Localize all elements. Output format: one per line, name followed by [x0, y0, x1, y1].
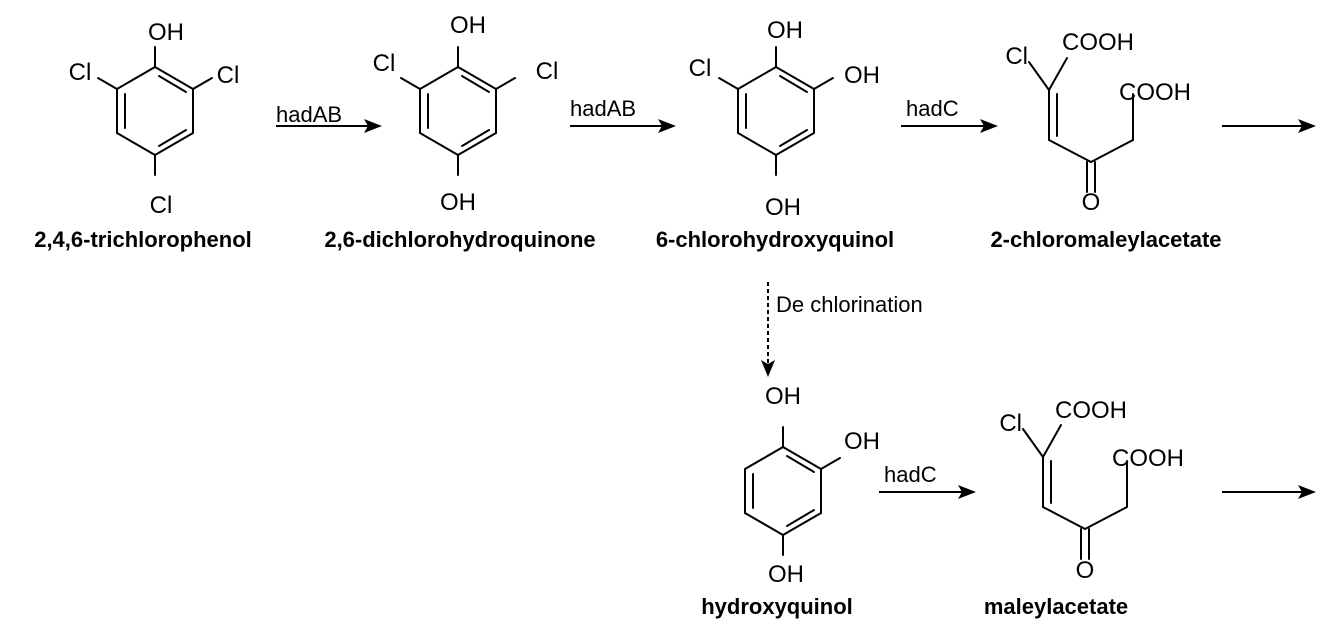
ketone-oxygen-label: O: [1076, 557, 1095, 584]
compound-chlorohydroxyquinol: OH Cl OH OH 6-chlorohydroxyquinol: [656, 17, 894, 252]
compound-trichlorophenol: OH Cl Cl Cl 2,4,6-trichlorophenol: [34, 19, 252, 252]
compound-dichlorohydroquinone: OH Cl Cl OH 2,6-dichlorohydroquinone: [324, 12, 595, 252]
reaction-arrow-next-2: [1222, 485, 1316, 499]
reaction-arrow-2: hadAB: [570, 96, 676, 133]
hydroxyl-label: OH: [765, 383, 801, 410]
compound-maleylacetate: Cl COOH COOH O maleylacetate: [984, 397, 1184, 619]
hydroxyl-label: OH: [440, 189, 476, 216]
enzyme-label: hadAB: [570, 96, 636, 121]
reaction-arrow-1: hadAB: [276, 102, 382, 133]
hydroxyl-label: OH: [148, 19, 184, 46]
chlorine-label: Cl: [373, 50, 396, 77]
reaction-arrow-5: hadC: [879, 462, 976, 499]
dechlorination-arrow: De chlorination: [761, 282, 923, 377]
chlorine-label: Cl: [217, 62, 240, 89]
hydroxyl-label: OH: [768, 561, 804, 588]
chlorine-label: Cl: [689, 55, 712, 82]
chlorine-label: Cl: [69, 59, 92, 86]
enzyme-label: hadC: [906, 96, 959, 121]
hydroxyl-label: OH: [767, 17, 803, 44]
carboxyl-label: COOH: [1062, 29, 1134, 56]
compound-name: 6-chlorohydroxyquinol: [656, 227, 894, 252]
hydroxyl-label: OH: [450, 12, 486, 39]
reaction-arrow-next-1: [1222, 119, 1316, 133]
compound-name: 2-chloromaleylacetate: [990, 227, 1221, 252]
carboxyl-label: COOH: [1055, 397, 1127, 424]
hydroxyl-label: OH: [844, 428, 880, 455]
compound-name: maleylacetate: [984, 594, 1128, 619]
compound-name: 2,6-dichlorohydroquinone: [324, 227, 595, 252]
compound-hydroxyquinol: OH OH OH hydroxyquinol: [701, 383, 880, 619]
dechlorination-label: De chlorination: [776, 292, 923, 317]
carboxyl-label: COOH: [1112, 445, 1184, 472]
reaction-arrow-3: hadC: [901, 96, 998, 133]
hydroxyl-label: OH: [844, 62, 880, 89]
chlorine-label: Cl: [150, 192, 173, 219]
carboxyl-label: COOH: [1119, 79, 1191, 106]
compound-name: 2,4,6-trichlorophenol: [34, 227, 252, 252]
compound-name: hydroxyquinol: [701, 594, 853, 619]
chlorine-label: Cl: [999, 410, 1022, 437]
chlorine-label: Cl: [536, 58, 559, 85]
enzyme-label: hadAB: [276, 102, 342, 127]
enzyme-label: hadC: [884, 462, 937, 487]
chlorine-label: Cl: [1005, 43, 1028, 70]
ketone-oxygen-label: O: [1082, 189, 1101, 216]
compound-chloromaleylacetate: Cl COOH COOH O 2-chloromaleylacetate: [990, 29, 1221, 252]
hydroxyl-label: OH: [765, 194, 801, 221]
